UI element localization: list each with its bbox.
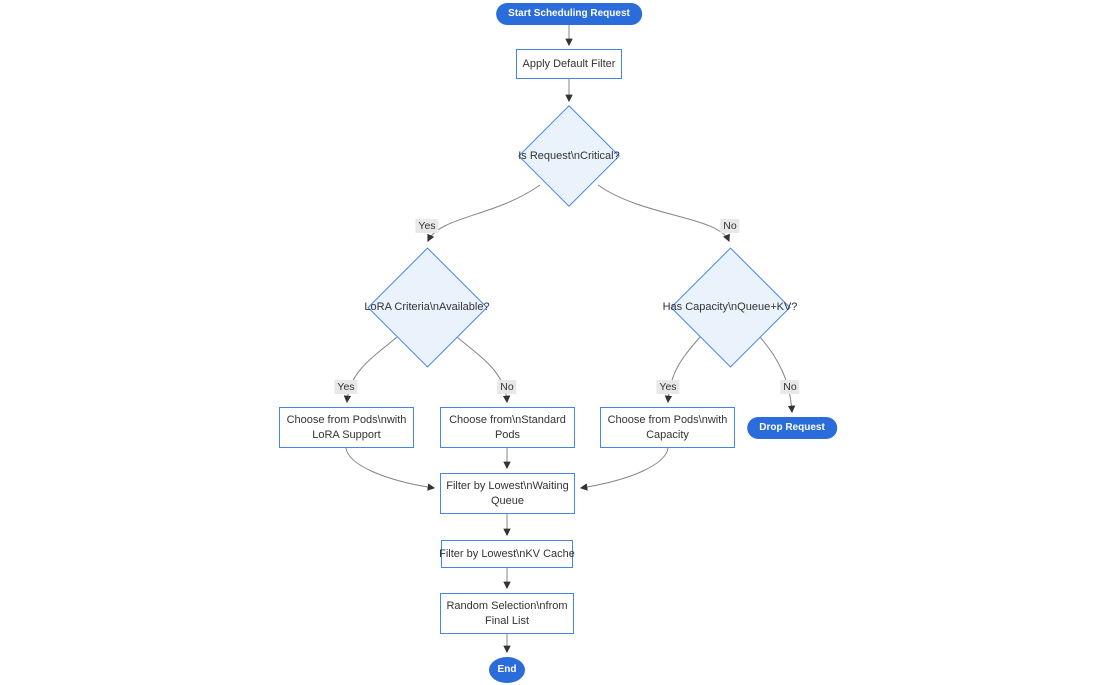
edge-label-critical-no: No: [720, 219, 740, 233]
choose-lora-pods-node: Choose from Pods\nwith LoRA Support: [279, 407, 414, 448]
start-node: Start Scheduling Request: [496, 3, 642, 25]
random-selection-label-line1: Random Selection\nfrom: [446, 599, 568, 612]
edge-capacity-to-filter: [579, 447, 669, 491]
choose-standard-pods-label-line2: Pods: [494, 428, 521, 441]
filter-waiting-queue-node: Filter by Lowest\nWaiting Queue: [440, 473, 575, 514]
end-node-label: End: [497, 664, 517, 676]
apply-default-filter-label: Apply Default Filter: [522, 57, 616, 70]
filter-waiting-queue-label-line1: Filter by Lowest\nWaiting: [446, 479, 569, 492]
filter-kv-cache-node: Filter by Lowest\nKV Cache: [439, 540, 575, 568]
drop-request-node: Drop Request: [747, 417, 837, 439]
apply-default-filter-node: Apply Default Filter: [516, 49, 622, 79]
edge-label-capacity-no: No: [780, 380, 800, 394]
filter-waiting-queue-label-line2: Queue: [490, 494, 525, 507]
choose-lora-pods-label-line1: Choose from Pods\nwith: [286, 413, 407, 426]
choose-capacity-pods-label-line1: Choose from Pods\nwith: [607, 413, 728, 426]
start-node-label: Start Scheduling Request: [508, 8, 630, 20]
filter-kv-cache-label: Filter by Lowest\nKV Cache: [439, 547, 575, 560]
is-request-critical-label: Is Request\nCritical?: [518, 150, 620, 162]
drop-request-label: Drop Request: [759, 422, 825, 434]
lora-criteria-label: LoRA Criteria\nAvailable?: [364, 301, 490, 313]
choose-capacity-pods-label-line2: Capacity: [646, 428, 689, 441]
has-capacity-label: Has Capacity\nQueue+KV?: [662, 301, 798, 313]
random-selection-label-line2: Final List: [484, 614, 530, 627]
lora-criteria-decision: LoRA Criteria\nAvailable?: [364, 246, 490, 368]
choose-lora-pods-label-line2: LoRA Support: [312, 428, 381, 441]
edge-label-lora-no: No: [497, 380, 517, 394]
end-node: End: [489, 657, 525, 683]
is-request-critical-decision: Is Request\nCritical?: [518, 105, 620, 207]
edge-label-lora-yes: Yes: [334, 380, 358, 394]
edge-label-critical-yes: Yes: [415, 219, 439, 233]
random-selection-node: Random Selection\nfrom Final List: [440, 593, 574, 634]
choose-standard-pods-label-line1: Choose from\nStandard: [449, 413, 566, 426]
choose-capacity-pods-node: Choose from Pods\nwith Capacity: [600, 407, 735, 448]
edge-label-capacity-yes: Yes: [656, 380, 680, 394]
choose-standard-pods-node: Choose from\nStandard Pods: [440, 407, 575, 448]
has-capacity-decision: Has Capacity\nQueue+KV?: [663, 246, 797, 368]
edge-lora-to-filter: [345, 447, 436, 491]
